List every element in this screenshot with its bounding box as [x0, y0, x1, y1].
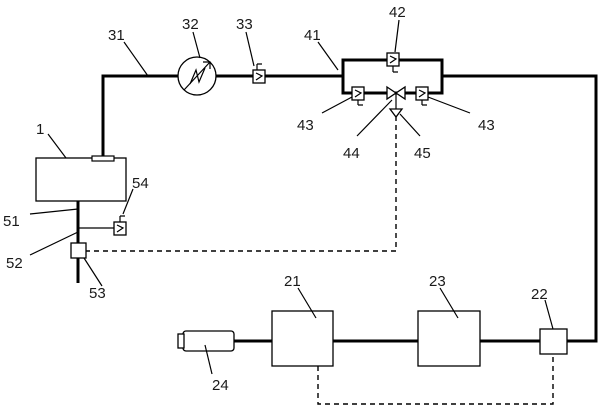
check-valve-33-mark [255, 63, 264, 81]
check-valve-33-body [252, 69, 266, 84]
label-51: 51 [3, 213, 20, 230]
leader-33 [245, 31, 255, 67]
label-24: 24 [212, 377, 229, 394]
leader-54 [122, 188, 134, 215]
main-pipes [76, 58, 598, 343]
label-32: 32 [182, 16, 199, 33]
pump-zigzag [189, 67, 206, 85]
label-43-right: 43 [478, 117, 495, 134]
actuator-45-body [388, 108, 404, 119]
check-valve-43-left-body [351, 86, 365, 101]
check-valve-54-body [113, 221, 127, 236]
leader-lines [29, 19, 554, 375]
control-lines [86, 116, 554, 405]
label-23: 23 [429, 273, 446, 290]
leader-23 [439, 287, 459, 319]
device-24 [177, 330, 235, 352]
leader-52 [29, 231, 79, 256]
label-33: 33 [236, 16, 253, 33]
box-53 [70, 242, 87, 259]
pump-32 [177, 56, 217, 96]
valve-box-22 [539, 328, 568, 355]
leader-24 [204, 344, 213, 375]
valve-44-bowtie [386, 85, 406, 101]
leader-21 [297, 287, 317, 319]
unit-23 [417, 310, 481, 367]
label-41: 41 [304, 27, 321, 44]
tank-1 [35, 155, 127, 202]
check-valve-43-right-mark [418, 89, 427, 106]
leader-45 [399, 113, 421, 137]
check-valve-54 [113, 215, 127, 236]
valve-44 [386, 85, 406, 101]
leader-43-left [321, 96, 353, 114]
label-43-left: 43 [297, 117, 314, 134]
labels: 31 32 33 41 42 43 44 45 43 1 54 51 52 53… [3, 4, 548, 394]
label-53: 53 [89, 285, 106, 302]
device-24-body [182, 330, 235, 352]
tank-box [35, 157, 127, 202]
label-1: 1 [36, 121, 44, 138]
leader-43-right [427, 96, 471, 114]
pipe-branch-to-right [442, 74, 598, 343]
check-valve-42-mark [389, 55, 398, 73]
label-44: 44 [343, 145, 360, 162]
leader-53 [83, 257, 103, 287]
leader-1 [47, 133, 67, 159]
label-52: 52 [6, 255, 23, 272]
check-valve-33 [252, 63, 266, 84]
label-31: 31 [108, 27, 125, 44]
leader-22 [544, 299, 554, 330]
actuator-45 [388, 108, 404, 119]
thin-lines [78, 92, 416, 229]
check-valve-43-right [415, 86, 429, 106]
tank-outlet-port [91, 155, 115, 162]
leader-51 [29, 208, 79, 215]
check-valve-54-mark [116, 215, 125, 233]
control-line-45-to-53 [86, 116, 397, 252]
device-24-cap [177, 333, 185, 349]
leader-42 [394, 19, 400, 53]
label-21: 21 [284, 273, 301, 290]
check-valve-43-left-mark [354, 89, 363, 106]
check-valve-42-body [386, 52, 400, 67]
pipe-31-line [101, 74, 178, 158]
check-valve-43-left [351, 86, 365, 106]
leader-32 [192, 31, 201, 59]
control-line-21-to-22 [317, 354, 554, 405]
label-42: 42 [389, 4, 406, 21]
check-valve-42 [386, 52, 400, 73]
label-45: 45 [414, 145, 431, 162]
label-54: 54 [132, 175, 149, 192]
leader-44 [356, 99, 393, 137]
unit-21 [271, 310, 334, 367]
check-valve-43-right-body [415, 86, 429, 101]
leader-31 [123, 41, 149, 77]
leader-41 [317, 41, 339, 71]
label-22: 22 [531, 286, 548, 303]
